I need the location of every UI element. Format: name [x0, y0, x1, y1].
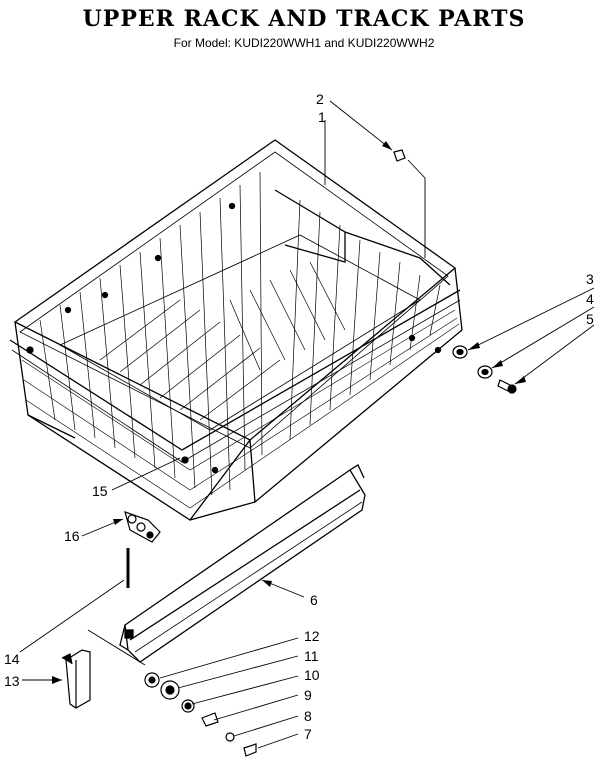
callout-5: 5: [586, 311, 594, 327]
leader-arrowheads: [52, 141, 526, 684]
callout-10: 10: [304, 667, 320, 683]
callout-16: 16: [64, 528, 80, 544]
callout-8: 8: [304, 708, 312, 724]
callout-2: 2: [316, 91, 324, 107]
part-6-track: [119, 464, 366, 663]
part-2-plug: [393, 149, 406, 162]
callout-labels: 2 1 3 4 5 15 16 6 12 11 10 9 8 7 14 13: [4, 91, 594, 742]
parts-3-4-5-hardware: [452, 345, 517, 394]
diagram-title: UPPER RACK AND TRACK PARTS: [82, 6, 526, 32]
callout-4: 4: [586, 291, 594, 307]
callout-9: 9: [304, 687, 312, 703]
callout-3: 3: [586, 271, 594, 287]
part-16-clip: [124, 511, 161, 543]
model-subtitle: For Model: KUDI220WWH1 and KUDI220WWH2: [173, 36, 435, 50]
upper-rack: [9, 139, 463, 521]
callout-7: 7: [304, 726, 312, 742]
parts-7-12-wheel-assembly: [144, 672, 257, 757]
callout-12: 12: [304, 628, 320, 644]
leader-lines: [19, 100, 595, 749]
callout-6: 6: [310, 592, 318, 608]
callout-1: 1: [318, 109, 326, 125]
part-13-end-cap: [61, 649, 91, 709]
callout-11: 11: [304, 648, 319, 664]
callout-13: 13: [4, 673, 20, 689]
callout-14: 14: [4, 651, 20, 667]
callout-15: 15: [92, 483, 108, 499]
